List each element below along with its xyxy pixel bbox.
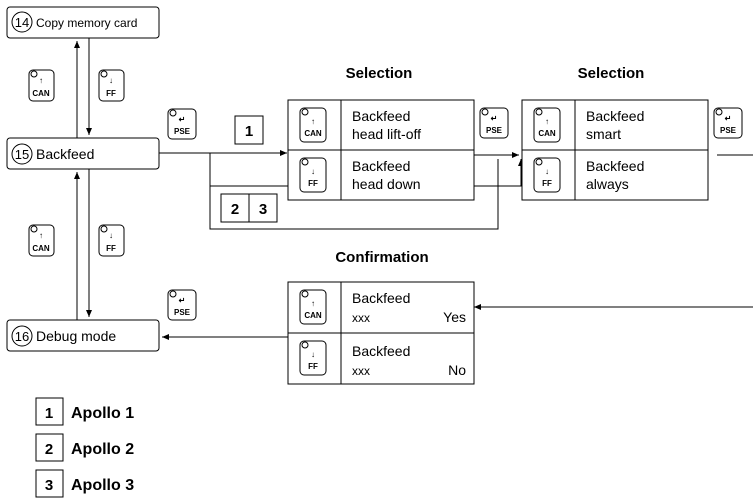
svg-text:↓: ↓ bbox=[545, 167, 549, 176]
menu-label: Backfeed bbox=[36, 146, 94, 162]
svg-text:PSE: PSE bbox=[174, 308, 191, 317]
heading-selection: Selection bbox=[346, 65, 413, 82]
svg-text:FF: FF bbox=[542, 179, 552, 188]
can-key-icon: ↑ CAN bbox=[299, 107, 327, 143]
svg-text:CAN: CAN bbox=[538, 129, 556, 138]
option-head-lift-off[interactable]: ↑ CAN Backfeed head lift-off bbox=[299, 107, 421, 143]
svg-text:PSE: PSE bbox=[486, 126, 503, 135]
svg-text:PSE: PSE bbox=[720, 126, 737, 135]
svg-text:FF: FF bbox=[308, 179, 318, 188]
ff-key-icon: ↓ FF bbox=[98, 224, 125, 257]
svg-text:3: 3 bbox=[45, 477, 53, 494]
option-line-1: Backfeed bbox=[586, 158, 644, 174]
can-key-icon: ↑ CAN bbox=[533, 107, 561, 143]
svg-text:↓: ↓ bbox=[109, 231, 113, 240]
svg-text:FF: FF bbox=[308, 362, 318, 371]
pse-key-icon: ↵ PSE bbox=[479, 107, 509, 139]
option-yes[interactable]: ↑ CAN Backfeed xxx Yes bbox=[299, 289, 466, 325]
option-line-2: xxx bbox=[352, 364, 370, 378]
path-tag-apollo-1: 1 bbox=[234, 115, 264, 145]
menu-item-copy-memory-card[interactable]: 14 Copy memory card bbox=[6, 6, 160, 39]
option-always[interactable]: ↓ FF Backfeed always bbox=[533, 157, 644, 193]
option-line-2: xxx bbox=[352, 311, 370, 325]
menu-item-backfeed[interactable]: 15 Backfeed bbox=[6, 137, 160, 170]
menu-label: Debug mode bbox=[36, 328, 116, 344]
heading-confirmation: Confirmation bbox=[335, 249, 428, 266]
legend-item-apollo-1: 1 Apollo 1 bbox=[35, 397, 134, 426]
svg-text:↓: ↓ bbox=[109, 76, 113, 85]
option-line-2: head down bbox=[352, 176, 421, 192]
svg-text:2: 2 bbox=[45, 441, 53, 458]
can-key-icon: ↑ CAN bbox=[28, 69, 55, 102]
option-head-down[interactable]: ↓ FF Backfeed head down bbox=[299, 157, 421, 193]
svg-text:1: 1 bbox=[245, 123, 253, 140]
svg-text:↵: ↵ bbox=[179, 115, 186, 124]
ff-key-icon: ↓ FF bbox=[98, 69, 125, 102]
menu-number: 14 bbox=[15, 15, 29, 30]
svg-text:CAN: CAN bbox=[304, 311, 322, 320]
path-tag-apollo-2-3: 2 3 bbox=[220, 193, 278, 223]
option-smart[interactable]: ↑ CAN Backfeed smart bbox=[533, 107, 644, 143]
option-line-1: Backfeed bbox=[352, 108, 410, 124]
svg-text:↑: ↑ bbox=[311, 299, 315, 308]
svg-text:3: 3 bbox=[259, 201, 267, 218]
option-value: Yes bbox=[443, 309, 466, 325]
option-line-1: Backfeed bbox=[586, 108, 644, 124]
option-line-2: head lift-off bbox=[352, 126, 421, 142]
selection-box-head-mode: ↑ CAN Backfeed head lift-off ↓ FF Backfe… bbox=[287, 99, 475, 201]
svg-text:PSE: PSE bbox=[174, 127, 191, 136]
legend: 1 Apollo 1 2 Apollo 2 3 Apollo 3 bbox=[35, 397, 134, 498]
svg-text:↑: ↑ bbox=[311, 117, 315, 126]
option-line-1: Backfeed bbox=[352, 158, 410, 174]
menu-label: Copy memory card bbox=[36, 16, 137, 30]
svg-text:↵: ↵ bbox=[725, 114, 732, 123]
ff-key-icon: ↓ FF bbox=[299, 157, 327, 193]
svg-text:CAN: CAN bbox=[304, 129, 322, 138]
option-line-2: smart bbox=[586, 126, 621, 142]
option-line-1: Backfeed bbox=[352, 343, 410, 359]
menu-number: 16 bbox=[15, 329, 29, 344]
ff-key-icon: ↓ FF bbox=[533, 157, 561, 193]
heading-selection: Selection bbox=[578, 65, 645, 82]
option-no[interactable]: ↓ FF Backfeed xxx No bbox=[299, 340, 466, 378]
option-line-2: always bbox=[586, 176, 629, 192]
svg-text:FF: FF bbox=[106, 89, 116, 98]
svg-text:CAN: CAN bbox=[32, 244, 50, 253]
ff-key-icon: ↓ FF bbox=[299, 340, 327, 376]
svg-text:2: 2 bbox=[231, 201, 239, 218]
svg-text:↓: ↓ bbox=[311, 350, 315, 359]
pse-key-icon: ↵ PSE bbox=[713, 107, 743, 139]
svg-text:↑: ↑ bbox=[39, 231, 43, 240]
svg-text:Apollo 2: Apollo 2 bbox=[71, 441, 134, 458]
confirmation-box: ↑ CAN Backfeed xxx Yes ↓ FF Backfeed xxx… bbox=[287, 281, 475, 385]
svg-text:↵: ↵ bbox=[491, 114, 498, 123]
svg-text:FF: FF bbox=[106, 244, 116, 253]
option-value: No bbox=[448, 362, 466, 378]
svg-text:↑: ↑ bbox=[39, 76, 43, 85]
legend-item-apollo-2: 2 Apollo 2 bbox=[35, 433, 134, 462]
legend-item-apollo-3: 3 Apollo 3 bbox=[35, 469, 134, 498]
menu-item-debug-mode[interactable]: 16 Debug mode bbox=[6, 319, 160, 352]
svg-text:1: 1 bbox=[45, 405, 53, 422]
menu-number: 15 bbox=[15, 147, 29, 162]
can-key-icon: ↑ CAN bbox=[28, 224, 55, 257]
pse-key-icon: ↵ PSE bbox=[167, 289, 197, 321]
nav-connectors bbox=[74, 38, 92, 320]
svg-text:CAN: CAN bbox=[32, 89, 50, 98]
option-line-1: Backfeed bbox=[352, 290, 410, 306]
svg-text:Apollo 3: Apollo 3 bbox=[71, 477, 134, 494]
svg-text:↵: ↵ bbox=[179, 296, 186, 305]
pse-key-icon: ↵ PSE bbox=[167, 108, 197, 140]
svg-text:Apollo 1: Apollo 1 bbox=[71, 405, 134, 422]
svg-text:↓: ↓ bbox=[311, 167, 315, 176]
selection-box-backfeed-mode: ↑ CAN Backfeed smart ↓ FF Backfeed alway… bbox=[521, 99, 709, 201]
can-key-icon: ↑ CAN bbox=[299, 289, 327, 325]
svg-text:↑: ↑ bbox=[545, 117, 549, 126]
